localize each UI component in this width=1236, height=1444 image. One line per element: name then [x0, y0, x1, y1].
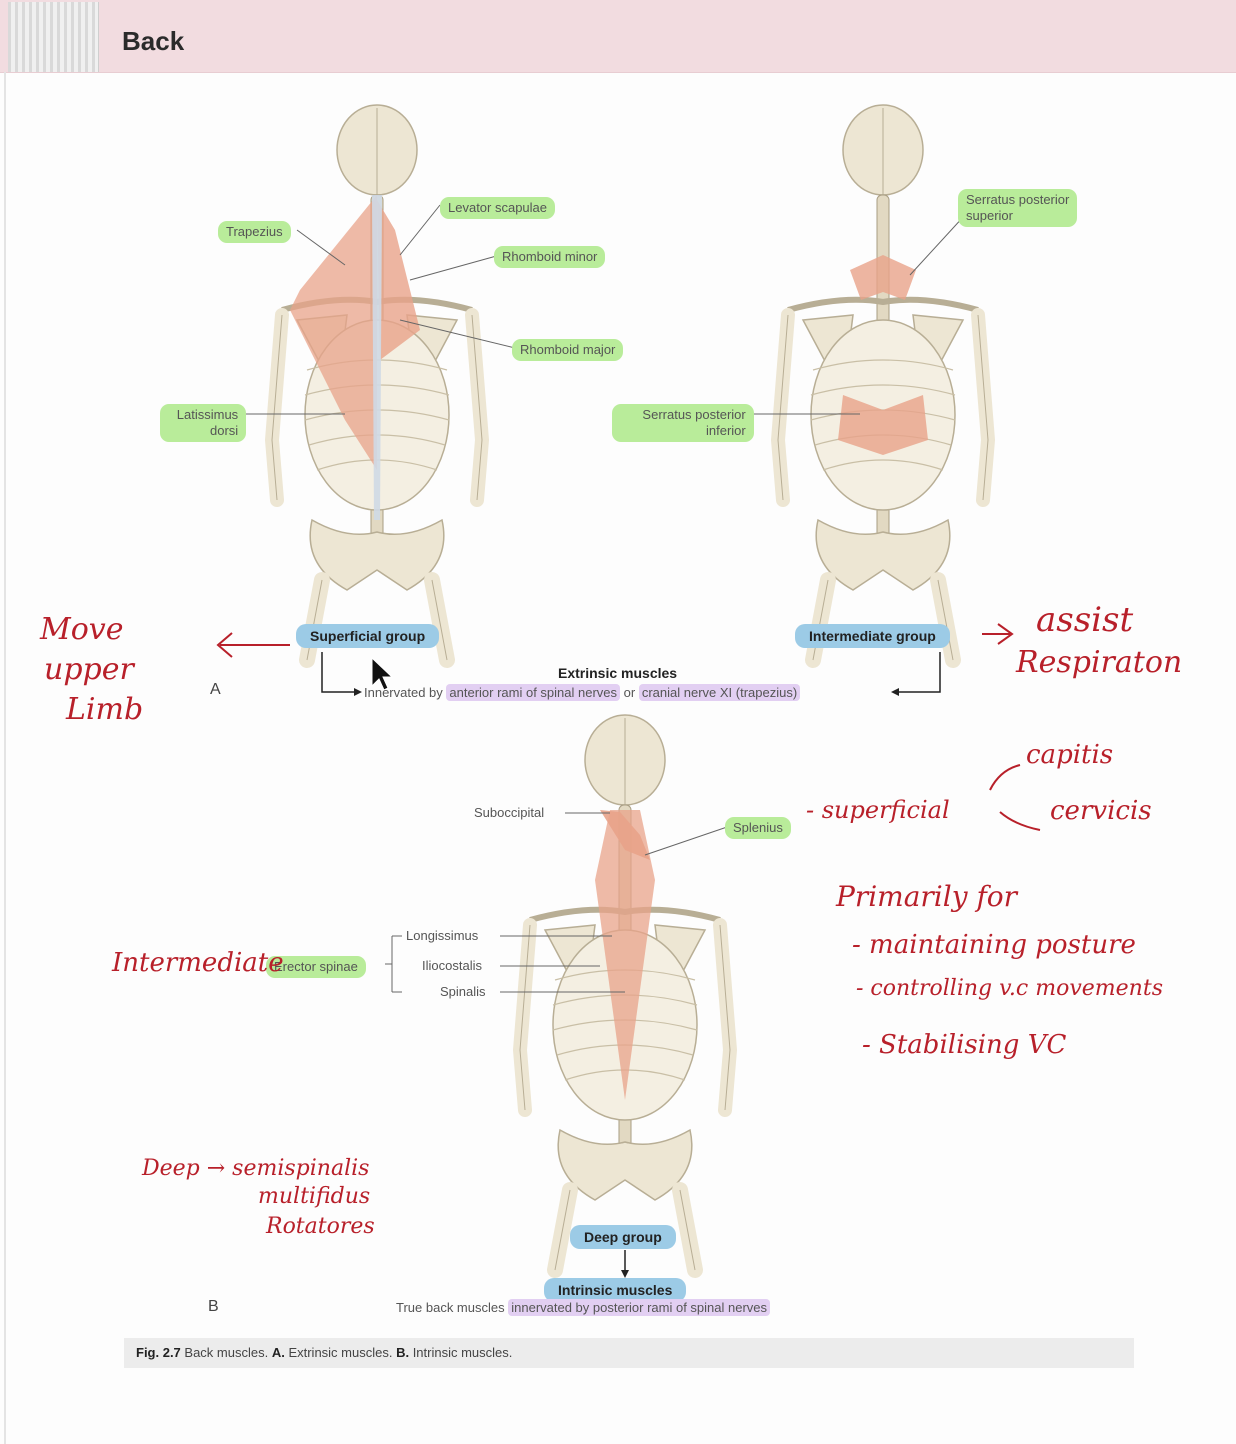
panel-letter-a: A [210, 681, 221, 698]
caption-text-3: Intrinsic muscles. [409, 1345, 513, 1360]
page-title: Back [122, 26, 185, 56]
caption-fig-number: Fig. 2.7 [136, 1345, 181, 1360]
note-intermediate: Intermediate [112, 948, 284, 978]
innervation-true-back: True back muscles [396, 1300, 509, 1315]
caption-text-1: Back muscles. [180, 1345, 272, 1360]
intermediate-group-label: Intermediate group [795, 624, 950, 648]
label-spsup-line1: Serratus posterior [966, 192, 1070, 207]
rhomboid-muscle [377, 200, 420, 360]
innervation-posterior-rami: innervated by posterior rami of spinal n… [508, 1299, 771, 1316]
note-respiration: Respiraton [1016, 645, 1183, 680]
note-capitis: capitis [1026, 740, 1114, 770]
erector-spinae-muscle [595, 810, 655, 1100]
note-assist: assist [1036, 600, 1134, 640]
label-spinalis: Spinalis [440, 984, 486, 999]
label-spsup-line2: superior [966, 208, 1013, 223]
caption-text-2: Extrinsic muscles. [284, 1345, 397, 1360]
caption-a: A. [271, 1345, 285, 1360]
extrinsic-innervation-text: Innervated by anterior rami of spinal ne… [364, 684, 801, 701]
label-latissimus-dorsi: Latissimus dorsi [160, 404, 247, 442]
note-superficial: - superficial [806, 796, 950, 824]
trapezius-latissimus-muscle [290, 195, 377, 470]
skeleton-intermediate [778, 105, 988, 660]
note-upper: upper [44, 652, 134, 687]
note-move: Move [40, 612, 124, 647]
note-limb: Limb [66, 692, 144, 727]
label-erector-spinae: Erector spinae [266, 956, 366, 978]
intrinsic-muscles-title: Intrinsic muscles [544, 1278, 687, 1302]
note-maintaining-posture: - maintaining posture [852, 930, 1136, 960]
panel-letter-b: B [208, 1298, 219, 1315]
caption-b: B. [396, 1345, 410, 1360]
label-levator-scapulae: Levator scapulae [440, 197, 556, 219]
deep-group-label: Deep group [570, 1225, 676, 1249]
note-stabilising-vc: - Stabilising VC [862, 1030, 1067, 1060]
label-longissimus: Longissimus [406, 928, 479, 943]
label-rhomboid-minor: Rhomboid minor [494, 246, 606, 268]
label-latissimus-line2: dorsi [210, 423, 239, 438]
header-thumbnail [8, 2, 99, 72]
label-suboccipital: Suboccipital [474, 805, 545, 820]
thoracolumbar-fascia [372, 195, 382, 520]
innervation-or: or [620, 685, 639, 700]
innervation-anterior-rami: anterior rami of spinal nerves [446, 684, 621, 701]
extrinsic-muscles-title: Extrinsic muscles [558, 665, 678, 681]
label-trapezius: Trapezius [218, 221, 291, 243]
splenius-muscle [600, 810, 650, 860]
label-latissimus-line1: Latissimus [176, 407, 239, 422]
label-serratus-posterior-superior: Serratus posterior superior [958, 189, 1078, 227]
intrinsic-innervation-text: True back muscles innervated by posterio… [396, 1299, 771, 1316]
figure-caption: Fig. 2.7 Back muscles. A. Extrinsic musc… [136, 1345, 512, 1360]
note-controlling-vc: - controlling v.c movements [856, 976, 1163, 1001]
caption-bar [124, 1338, 1134, 1368]
note-rotatores: Rotatores [266, 1214, 375, 1239]
page-header [0, 0, 1236, 73]
label-iliocostalis: Iliocostalis [422, 958, 482, 973]
innervation-cranial-nerve: cranial nerve XI (trapezius) [638, 684, 801, 701]
label-spinf-line1: Serratus posterior [642, 407, 746, 422]
page-margin-rule [4, 72, 6, 1444]
label-rhomboid-major: Rhomboid major [512, 339, 624, 361]
note-deep-semispinalis: Deep → semispinalis [142, 1156, 370, 1181]
label-splenius: Splenius [725, 817, 791, 839]
label-spinf-line2: inferior [706, 423, 746, 438]
note-multifidus: multifidus [258, 1184, 371, 1209]
serratus-posterior-superior-muscle [850, 255, 916, 300]
note-primarily-for: Primarily for [836, 880, 1018, 913]
label-serratus-posterior-inferior: Serratus posterior inferior [612, 404, 754, 442]
innervation-prefix: Innervated by [364, 685, 447, 700]
serratus-posterior-inferior-muscle [838, 395, 928, 455]
superficial-group-label: Superficial group [296, 624, 440, 648]
mouse-cursor-icon [371, 656, 394, 691]
note-cervicis: cervicis [1050, 796, 1152, 826]
